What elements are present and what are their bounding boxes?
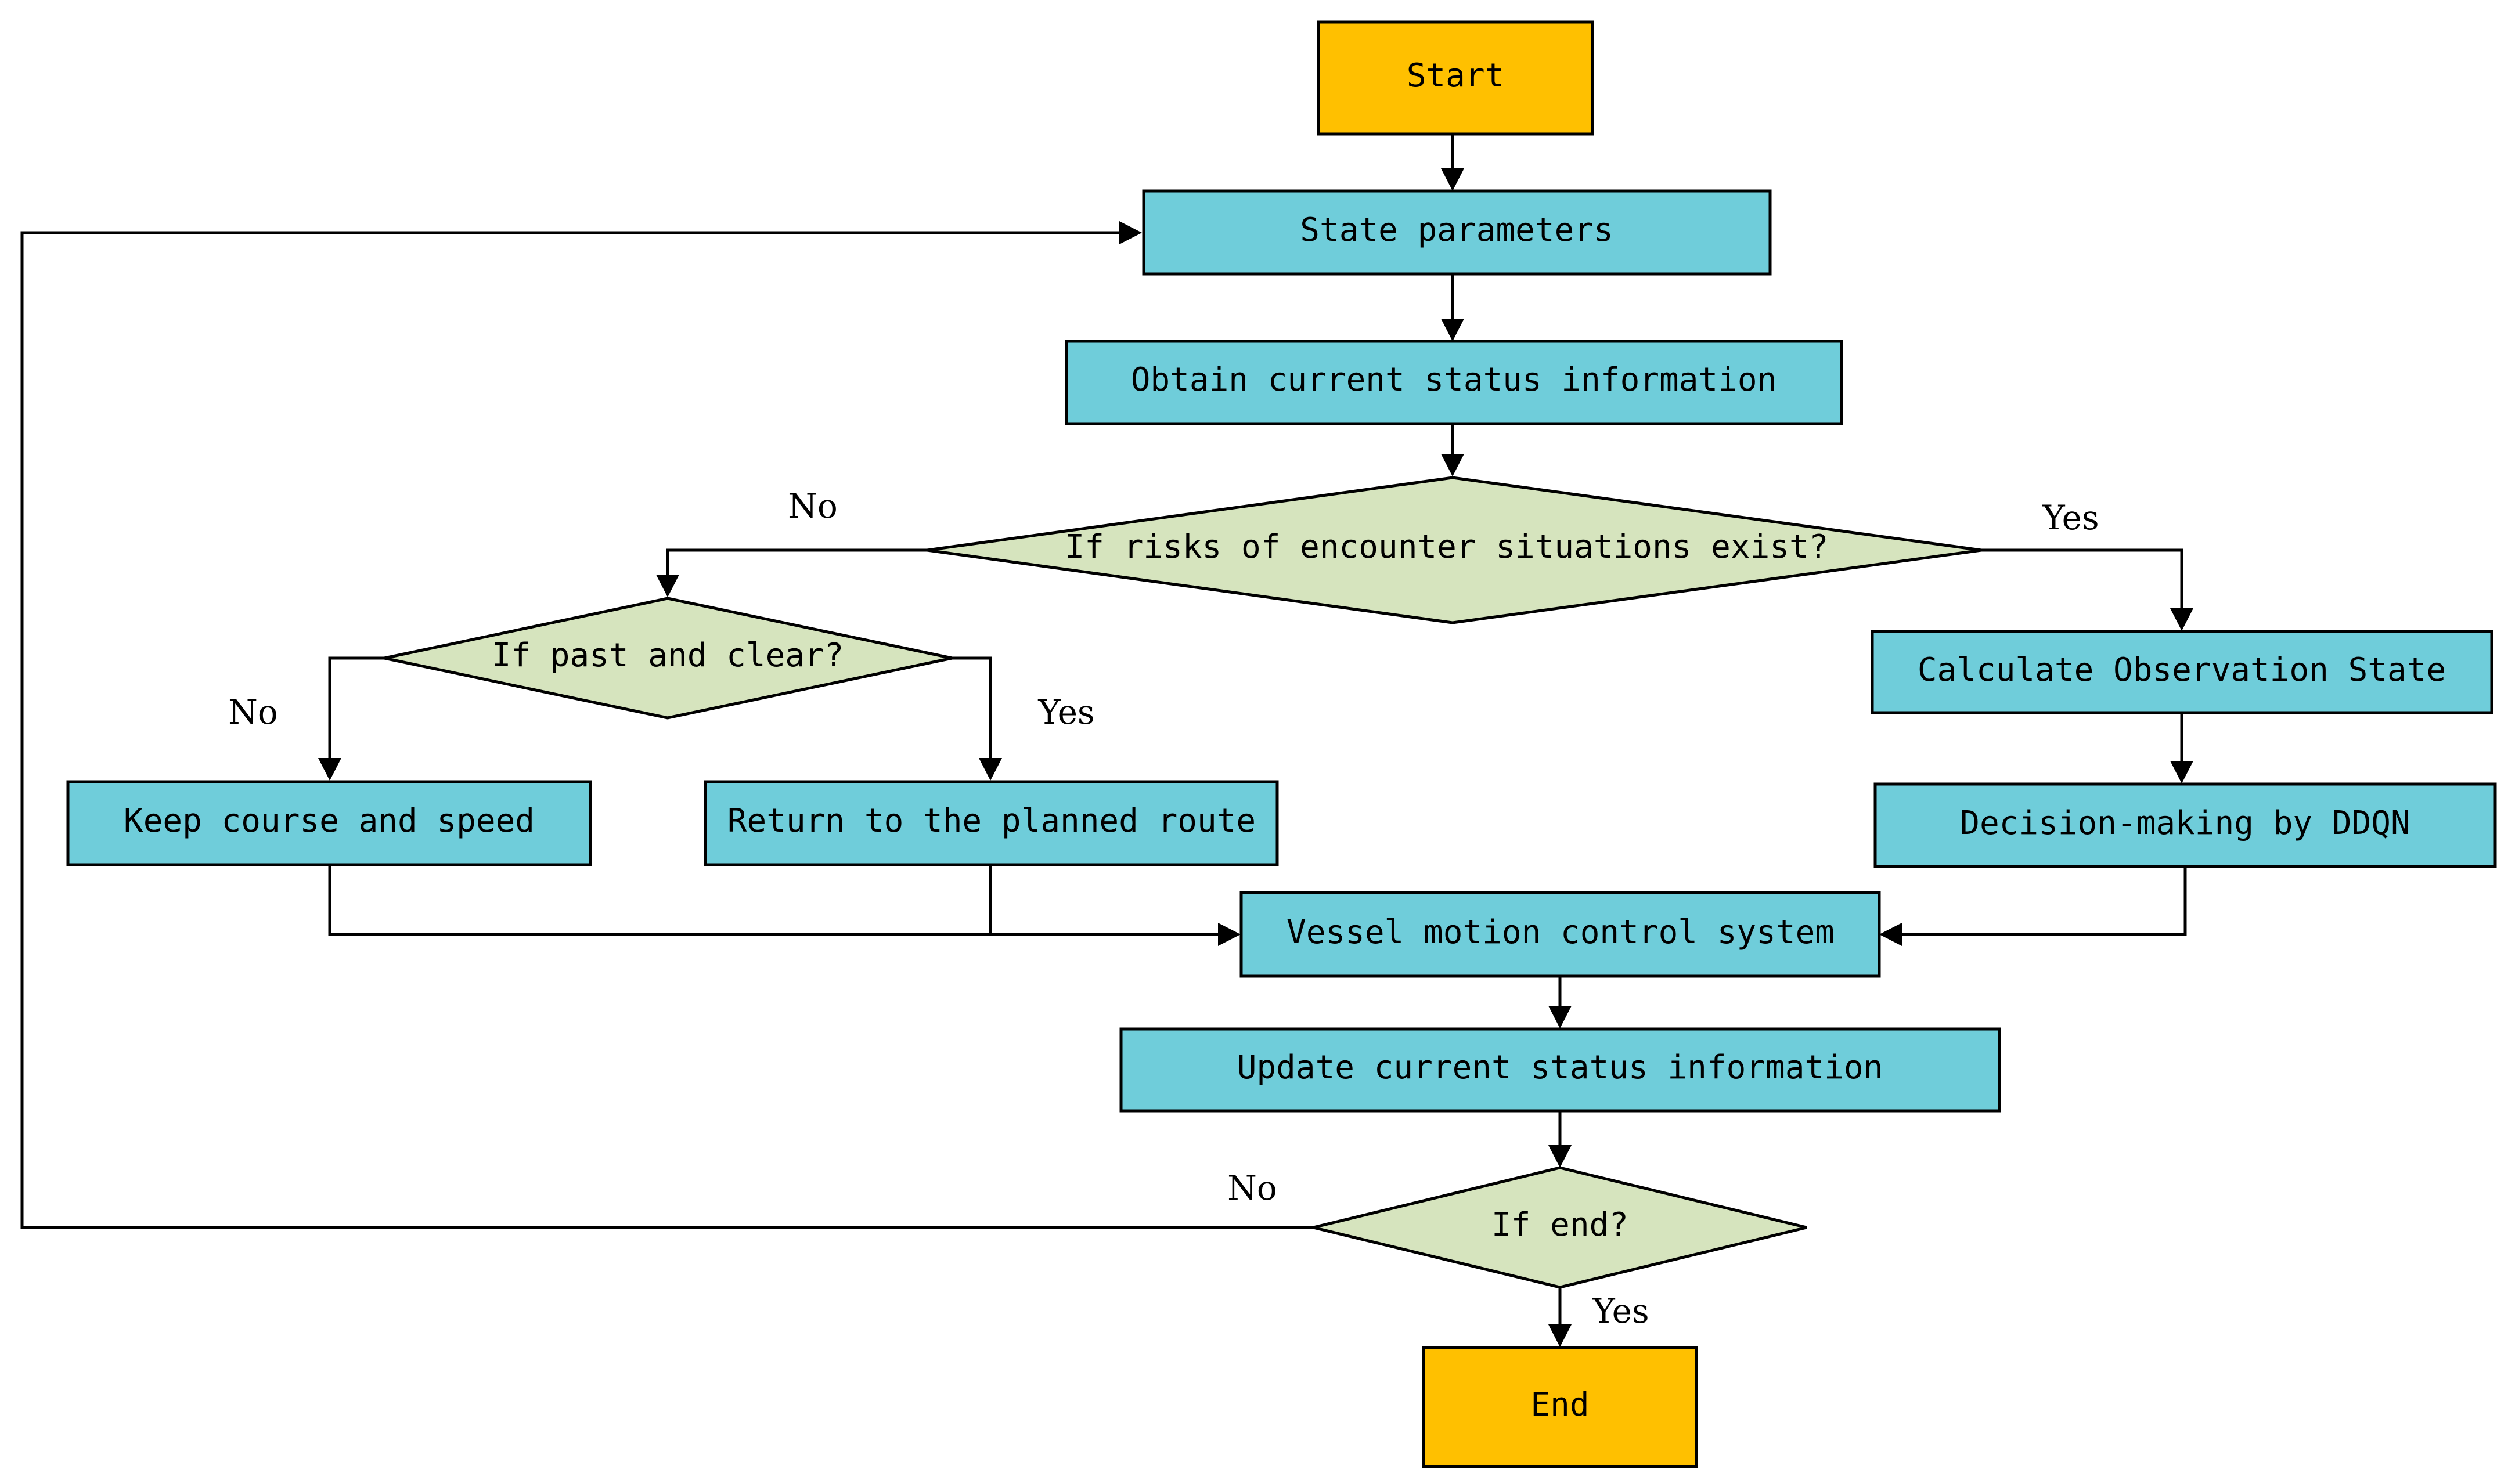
node-start: Start bbox=[1317, 20, 1594, 136]
state-parameters-box bbox=[1142, 189, 1772, 276]
arrowhead bbox=[318, 758, 341, 781]
edge-end-no-loop bbox=[20, 231, 1313, 1229]
obtain-status-label: Obtain current status information bbox=[1131, 361, 1777, 399]
motion-control-label: Vessel motion control system bbox=[1287, 913, 1835, 951]
arrowhead bbox=[656, 575, 679, 597]
end-decision-diamond bbox=[1313, 1166, 1807, 1289]
edge-ddqn-to-motion bbox=[1902, 866, 2187, 936]
risk-decision-label: If risks of encounter situations exist? bbox=[1065, 528, 1829, 566]
end-no-label: No bbox=[1227, 1168, 1277, 1208]
edge-labels: No Yes No Yes No Yes bbox=[228, 486, 2099, 1331]
obtain-status-box bbox=[1065, 340, 1843, 425]
end-decision-label: If end? bbox=[1491, 1206, 1628, 1244]
arrowhead bbox=[1441, 454, 1464, 476]
edge-risk-no bbox=[666, 548, 927, 575]
keep-course-box bbox=[66, 780, 592, 866]
ddqn-label: Decision-making by DDQN bbox=[1960, 804, 2410, 842]
calc-observation-label: Calculate Observation State bbox=[1918, 651, 2446, 689]
node-past-clear-decision: If past and clear? bbox=[384, 597, 953, 720]
keep-course-label: Keep course and speed bbox=[124, 802, 535, 840]
arrowhead bbox=[1119, 221, 1142, 244]
arrowhead bbox=[2170, 608, 2193, 631]
node-calc-observation: Calculate Observation State bbox=[1871, 630, 2493, 714]
edge-past-yes bbox=[952, 656, 992, 758]
arrowhead bbox=[2170, 761, 2193, 783]
node-obtain-status: Obtain current status information bbox=[1065, 340, 1843, 425]
end-label: End bbox=[1530, 1386, 1589, 1424]
past-clear-label: If past and clear? bbox=[492, 637, 844, 674]
calc-observation-box bbox=[1871, 630, 2493, 714]
end-terminal bbox=[1422, 1346, 1698, 1468]
arrowhead bbox=[1548, 1324, 1572, 1347]
arrowhead bbox=[979, 758, 1002, 781]
node-motion-control: Vessel motion control system bbox=[1239, 891, 1881, 978]
node-return-route: Return to the planned route bbox=[704, 780, 1279, 866]
node-ddqn-decision: Decision-making by DDQN bbox=[1873, 782, 2497, 868]
connectors bbox=[20, 134, 2193, 1347]
past-no-label: No bbox=[228, 692, 278, 732]
node-keep-course: Keep course and speed bbox=[66, 780, 592, 866]
motion-control-box bbox=[1239, 891, 1881, 978]
arrowhead bbox=[1441, 319, 1464, 341]
state-parameters-label: State parameters bbox=[1300, 211, 1613, 249]
update-status-box bbox=[1119, 1027, 2001, 1113]
start-label: Start bbox=[1407, 57, 1505, 95]
update-status-label: Update current status information bbox=[1237, 1049, 1883, 1086]
arrowhead bbox=[1218, 923, 1241, 946]
past-clear-diamond bbox=[384, 597, 953, 720]
return-route-box bbox=[704, 780, 1279, 866]
arrowhead bbox=[1548, 1006, 1572, 1028]
edge-keep-to-motion bbox=[328, 865, 1218, 936]
start-terminal bbox=[1317, 20, 1594, 136]
end-yes-label: Yes bbox=[1592, 1291, 1649, 1331]
risk-decision-diamond bbox=[927, 476, 1982, 624]
ddqn-box bbox=[1873, 782, 2497, 868]
arrowhead bbox=[1879, 923, 1902, 946]
node-risk-decision: If risks of encounter situations exist? bbox=[927, 476, 1982, 624]
node-end-decision: If end? bbox=[1313, 1166, 1807, 1289]
arrowhead bbox=[1441, 168, 1464, 191]
node-end: End bbox=[1422, 1346, 1698, 1468]
risk-no-label: No bbox=[788, 486, 838, 526]
return-route-label: Return to the planned route bbox=[727, 802, 1256, 840]
risk-yes-label: Yes bbox=[2042, 498, 2099, 537]
node-state-parameters: State parameters bbox=[1142, 189, 1772, 276]
edge-risk-yes bbox=[1981, 548, 2183, 608]
arrowhead bbox=[1548, 1145, 1572, 1168]
edge-past-no bbox=[328, 656, 384, 758]
node-update-status: Update current status information bbox=[1119, 1027, 2001, 1113]
past-yes-label: Yes bbox=[1037, 692, 1094, 732]
